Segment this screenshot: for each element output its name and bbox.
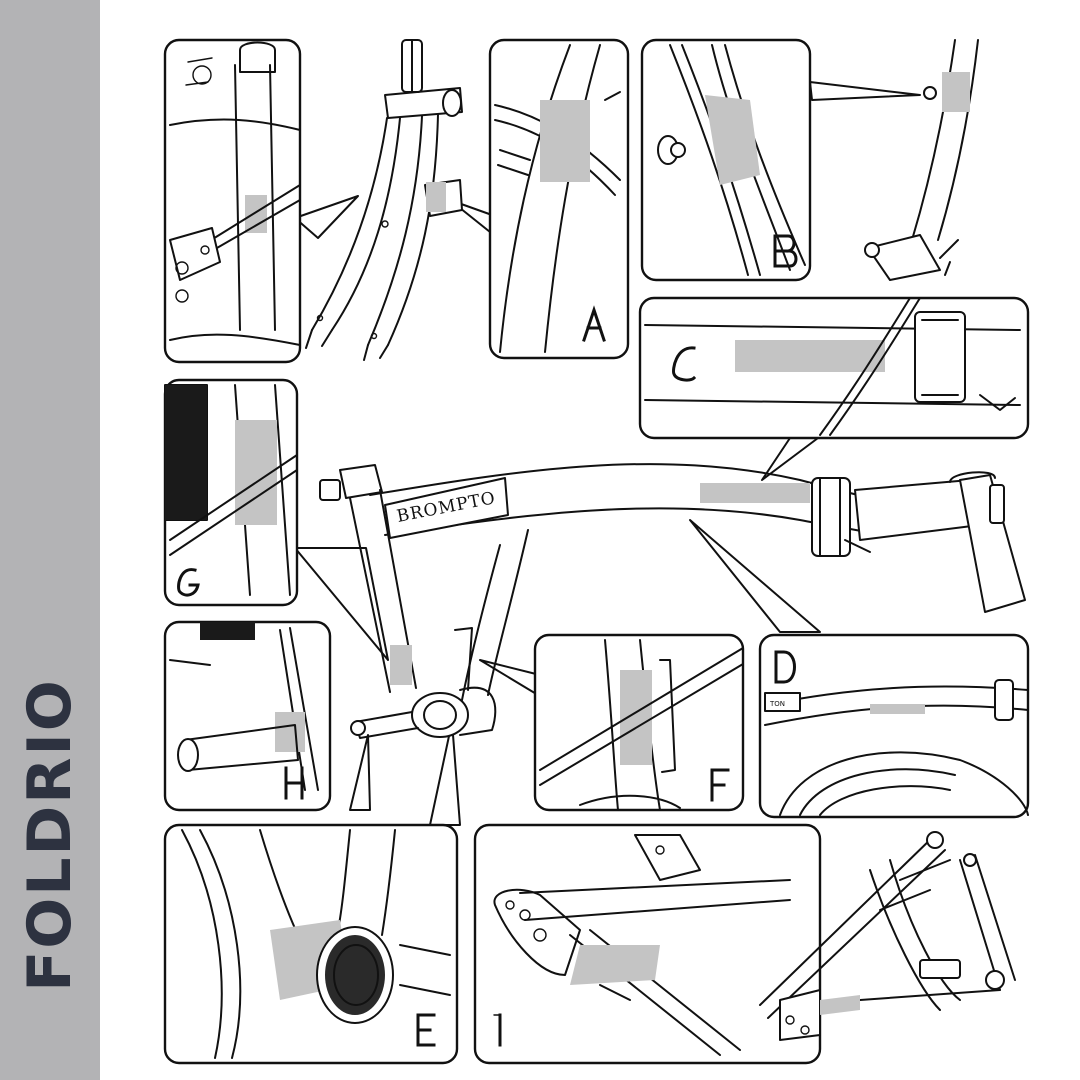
panel-g (163, 378, 299, 607)
folded-bike-drawing (759, 831, 1016, 1041)
frame-sticker-diagram: BROMPTO (163, 38, 1030, 1065)
main-frame-drawing: BROMPTO (319, 463, 1026, 739)
panel-top-left (163, 38, 302, 364)
panel-e (163, 823, 459, 1065)
fork-drawing (305, 39, 463, 361)
seatpost-drawing (864, 39, 979, 281)
brand-sidebar: FOLDRIO (0, 0, 100, 1080)
panel-a: A (488, 38, 630, 360)
panel-a-label: A (582, 305, 606, 342)
panel-h (163, 620, 332, 812)
panel-d-tube-text: TON (769, 700, 785, 708)
panel-c (638, 296, 1030, 440)
panel-i (473, 823, 822, 1065)
panel-d: TON (758, 633, 1030, 819)
frame-logo-plate: BROMPTO (384, 477, 509, 539)
panel-f (533, 633, 745, 812)
panel-b (640, 38, 812, 282)
brand-name: FOLDRIO (15, 678, 85, 992)
